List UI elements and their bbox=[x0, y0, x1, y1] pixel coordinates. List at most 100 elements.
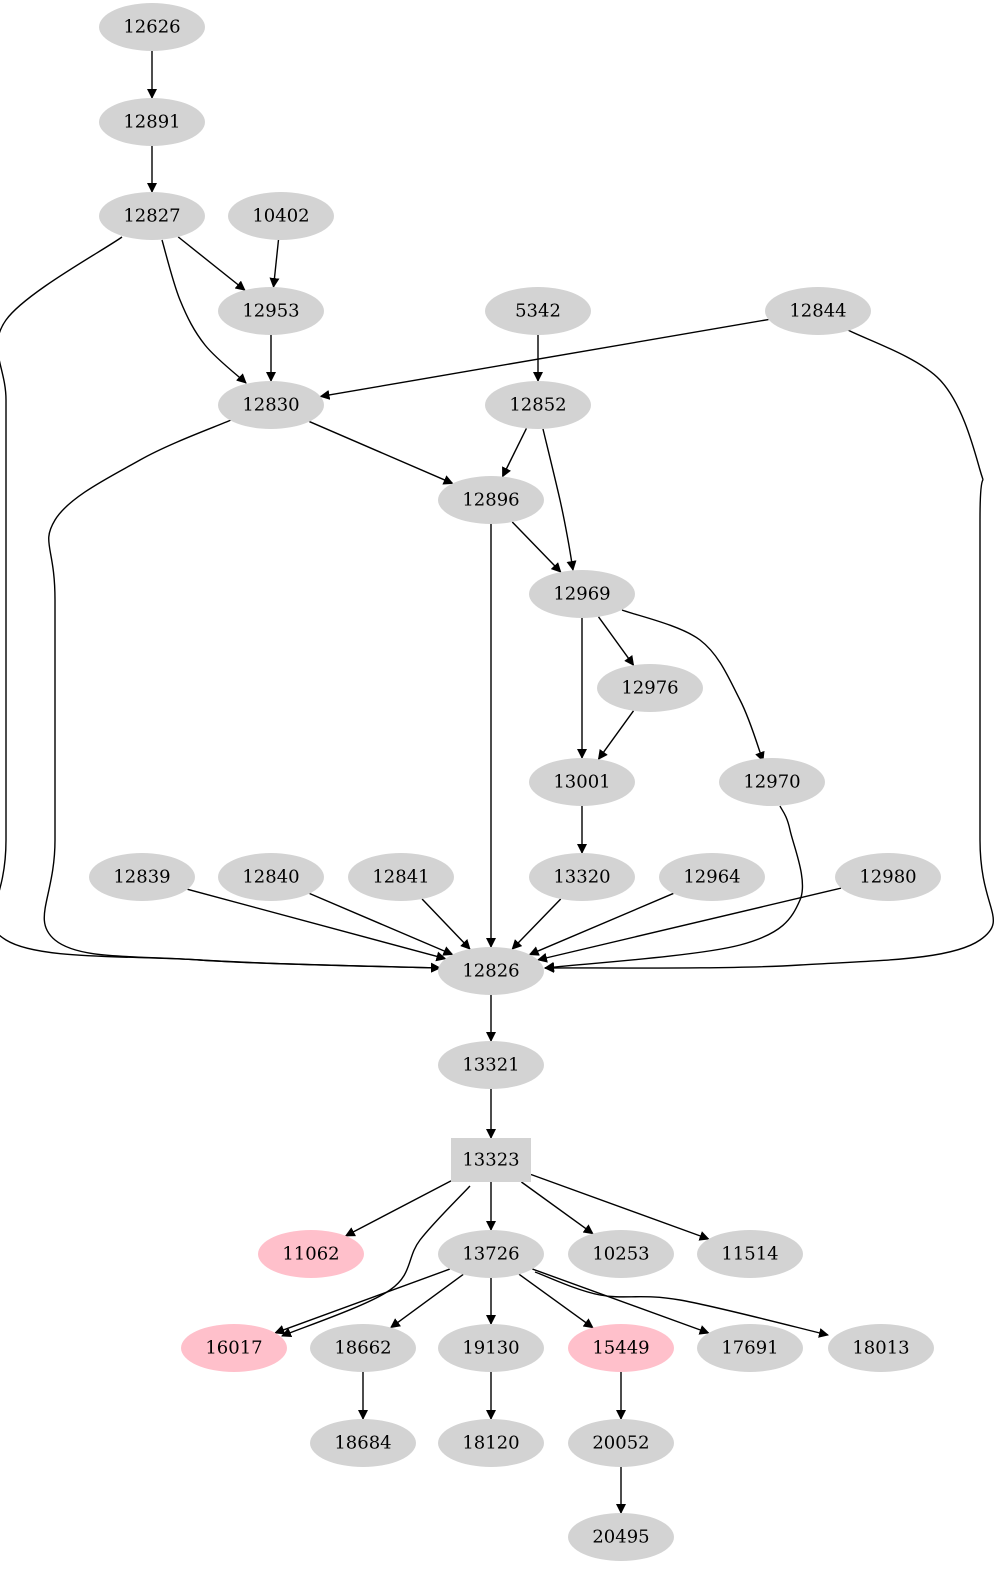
node-11062[interactable]: 11062 bbox=[258, 1230, 364, 1278]
node-label: 20052 bbox=[592, 1433, 649, 1454]
node-13323[interactable]: 13323 bbox=[451, 1138, 531, 1182]
node-ellipse-shape bbox=[228, 192, 334, 240]
node-18120[interactable]: 18120 bbox=[438, 1419, 544, 1467]
node-12852[interactable]: 12852 bbox=[485, 381, 591, 429]
node-label: 18120 bbox=[462, 1433, 519, 1454]
node-15449[interactable]: 15449 bbox=[568, 1324, 674, 1372]
node-20052[interactable]: 20052 bbox=[568, 1419, 674, 1467]
edge-13726-to-17691 bbox=[532, 1268, 710, 1335]
node-ellipse-shape bbox=[218, 381, 324, 429]
node-12970[interactable]: 12970 bbox=[719, 758, 825, 806]
node-18662[interactable]: 18662 bbox=[310, 1324, 416, 1372]
edge-12852-to-12969 bbox=[542, 428, 577, 571]
node-13001[interactable]: 13001 bbox=[529, 758, 635, 806]
node-label: 5342 bbox=[515, 301, 561, 322]
node-ellipse-shape bbox=[89, 853, 195, 901]
node-ellipse-shape bbox=[568, 1513, 674, 1561]
node-10402[interactable]: 10402 bbox=[228, 192, 334, 240]
node-label: 12953 bbox=[242, 301, 299, 322]
node-12841[interactable]: 12841 bbox=[348, 853, 454, 901]
nodes-layer: 12626 12891 12827 10402 12953 5342 12844 12830 1… bbox=[89, 3, 941, 1561]
node-ellipse-shape bbox=[835, 853, 941, 901]
node-12964[interactable]: 12964 bbox=[659, 853, 765, 901]
edge-12969-to-12970 bbox=[621, 609, 765, 762]
edge-10402-to-12953 bbox=[269, 239, 280, 289]
edge-12896-to-12969 bbox=[511, 521, 562, 573]
node-5342[interactable]: 5342 bbox=[485, 287, 591, 335]
node-12844[interactable]: 12844 bbox=[765, 287, 871, 335]
node-12827[interactable]: 12827 bbox=[99, 192, 205, 240]
node-label: 12827 bbox=[123, 206, 180, 227]
edge-13323-to-10253 bbox=[521, 1181, 594, 1235]
node-label: 12969 bbox=[553, 584, 610, 605]
edge-13323-to-16017 bbox=[281, 1185, 471, 1338]
node-label: 12826 bbox=[462, 961, 519, 982]
node-13321[interactable]: 13321 bbox=[438, 1041, 544, 1089]
node-ellipse-shape bbox=[99, 3, 205, 51]
node-18684[interactable]: 18684 bbox=[310, 1419, 416, 1467]
node-13320[interactable]: 13320 bbox=[529, 853, 635, 901]
node-ellipse-shape bbox=[697, 1230, 803, 1278]
node-ellipse-shape bbox=[485, 287, 591, 335]
edge-12827-to-12830 bbox=[161, 239, 247, 384]
node-label: 13001 bbox=[553, 772, 610, 793]
node-17691[interactable]: 17691 bbox=[697, 1324, 803, 1372]
edge-12830-to-12896 bbox=[309, 420, 454, 485]
node-19130[interactable]: 19130 bbox=[438, 1324, 544, 1372]
node-label: 12830 bbox=[242, 395, 299, 416]
node-18013[interactable]: 18013 bbox=[828, 1324, 934, 1372]
node-label: 12891 bbox=[123, 112, 180, 133]
edge-13726-to-18013 bbox=[534, 1271, 829, 1338]
node-label: 12970 bbox=[743, 772, 800, 793]
node-ellipse-shape bbox=[568, 1230, 674, 1278]
node-ellipse-shape bbox=[438, 1230, 544, 1278]
node-ellipse-shape bbox=[529, 853, 635, 901]
node-label: 13321 bbox=[462, 1055, 519, 1076]
edge-12840-to-12826 bbox=[309, 892, 454, 956]
node-label: 12844 bbox=[789, 301, 846, 322]
node-label: 11062 bbox=[282, 1244, 339, 1265]
node-ellipse-shape bbox=[568, 1324, 674, 1372]
node-12839[interactable]: 12839 bbox=[89, 853, 195, 901]
edge-12964-to-12826 bbox=[528, 892, 674, 956]
node-12976[interactable]: 12976 bbox=[597, 664, 703, 712]
node-label: 13726 bbox=[462, 1244, 519, 1265]
node-ellipse-shape bbox=[99, 98, 205, 146]
node-ellipse-shape bbox=[99, 192, 205, 240]
node-12896[interactable]: 12896 bbox=[438, 476, 544, 524]
node-12840[interactable]: 12840 bbox=[218, 853, 324, 901]
node-10253[interactable]: 10253 bbox=[568, 1230, 674, 1278]
node-ellipse-shape bbox=[697, 1324, 803, 1372]
node-label: 12896 bbox=[462, 490, 519, 511]
edge-12839-to-12826 bbox=[187, 888, 447, 962]
node-ellipse-shape bbox=[218, 853, 324, 901]
node-ellipse-shape bbox=[765, 287, 871, 335]
node-12980[interactable]: 12980 bbox=[835, 853, 941, 901]
node-20495[interactable]: 20495 bbox=[568, 1513, 674, 1561]
node-12891[interactable]: 12891 bbox=[99, 98, 205, 146]
edge-12976-to-13001 bbox=[597, 710, 635, 761]
node-13726[interactable]: 13726 bbox=[438, 1230, 544, 1278]
node-label: 12852 bbox=[509, 395, 566, 416]
node-12626[interactable]: 12626 bbox=[99, 3, 205, 51]
node-ellipse-shape bbox=[218, 287, 324, 335]
node-label: 12840 bbox=[242, 867, 299, 888]
node-11514[interactable]: 11514 bbox=[697, 1230, 803, 1278]
edge-12830-to-12826 bbox=[43, 419, 441, 973]
edge-12852-to-12896 bbox=[501, 428, 528, 478]
node-label: 12976 bbox=[621, 678, 678, 699]
node-12969[interactable]: 12969 bbox=[529, 570, 635, 618]
edge-13726-to-16017 bbox=[274, 1268, 451, 1335]
edge-12827-to-12953 bbox=[177, 236, 246, 291]
node-ellipse-shape bbox=[719, 758, 825, 806]
node-label: 15449 bbox=[592, 1338, 649, 1359]
node-ellipse-shape bbox=[310, 1419, 416, 1467]
edge-12980-to-12826 bbox=[536, 887, 842, 963]
node-label: 12980 bbox=[859, 867, 916, 888]
node-label: 18662 bbox=[334, 1338, 391, 1359]
node-12953[interactable]: 12953 bbox=[218, 287, 324, 335]
node-16017[interactable]: 16017 bbox=[181, 1324, 287, 1372]
node-label: 12841 bbox=[372, 867, 429, 888]
node-12830[interactable]: 12830 bbox=[218, 381, 324, 429]
node-12826[interactable]: 12826 bbox=[438, 947, 544, 995]
